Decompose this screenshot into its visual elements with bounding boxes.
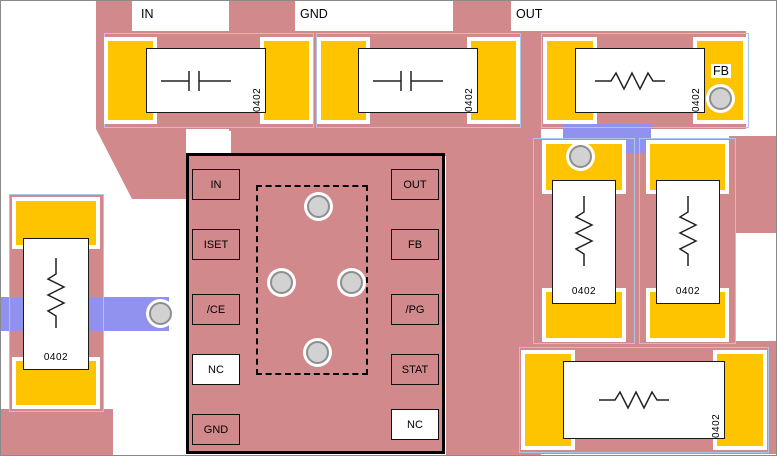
ic-pin-iset[interactable]: ISET — [192, 229, 240, 260]
ic-pin-stat[interactable]: STAT — [391, 354, 439, 385]
pin-label: IN — [210, 178, 222, 191]
component-value: 0402 — [571, 286, 597, 297]
component-value: 0402 — [464, 87, 475, 112]
resistor-footprint[interactable]: 0402 — [519, 347, 769, 453]
copper-pour[interactable] — [1, 409, 113, 455]
net-label-in: IN — [141, 7, 154, 21]
copper-pour[interactable] — [231, 126, 446, 156]
pad[interactable] — [108, 41, 153, 120]
capacitor-footprint[interactable]: 0402 — [104, 33, 314, 128]
via[interactable] — [307, 195, 330, 218]
courtyard-outline — [104, 33, 314, 128]
pin-label: /PG — [405, 303, 425, 316]
component-value: 0402 — [43, 352, 69, 363]
pin-label: FB — [407, 238, 423, 251]
capacitor-icon — [373, 70, 443, 91]
ic-pin-ce[interactable]: /CE — [192, 294, 240, 325]
ic-pin-fb[interactable]: FB — [391, 229, 439, 260]
resistor-footprint[interactable]: 0402 — [541, 33, 749, 128]
pad[interactable] — [264, 41, 309, 120]
component-body[interactable]: 0402 — [563, 361, 725, 439]
component-value: 0402 — [691, 87, 702, 112]
pin-label: ISET — [203, 238, 229, 251]
net-label-fb: FB — [711, 64, 731, 78]
courtyard-outline — [519, 347, 769, 453]
resistor-icon — [574, 196, 594, 266]
courtyard-outline — [639, 138, 736, 344]
pad[interactable] — [471, 41, 516, 120]
resistor-icon — [678, 196, 698, 266]
resistor-footprint[interactable]: 0402 — [639, 138, 736, 344]
pad[interactable] — [16, 201, 96, 245]
component-body[interactable]: 0402 — [552, 180, 616, 304]
ic-pin-nc-left[interactable]: NC — [192, 354, 240, 385]
net-label-out: OUT — [516, 7, 543, 21]
copper-pour[interactable] — [96, 129, 186, 199]
courtyard-outline — [9, 194, 104, 412]
component-value: 0402 — [675, 286, 701, 297]
pin-label: OUT — [403, 178, 427, 191]
pin-label: STAT — [401, 363, 429, 376]
via[interactable] — [306, 341, 329, 364]
via[interactable] — [270, 271, 293, 294]
ic-pin-out[interactable]: OUT — [391, 169, 439, 200]
capacitor-icon — [161, 70, 231, 91]
courtyard-outline — [316, 33, 521, 128]
ic-package-outline — [256, 185, 368, 375]
component-body[interactable]: 0402 — [23, 238, 89, 370]
resistor-icon — [595, 70, 665, 91]
via[interactable] — [569, 145, 592, 168]
ic-pin-in[interactable]: IN — [192, 169, 240, 200]
ic-pin-nc-right[interactable]: NC — [391, 409, 439, 440]
pin-label: NC — [208, 363, 224, 376]
ic-pin-pg[interactable]: /PG — [391, 294, 439, 325]
via[interactable] — [340, 271, 363, 294]
courtyard-outline — [541, 33, 749, 128]
component-body[interactable]: 0402 — [656, 180, 720, 304]
pin-label: NC — [407, 418, 423, 431]
pin-label: /CE — [206, 303, 226, 316]
component-body[interactable]: 0402 — [146, 48, 266, 113]
component-value: 0402 — [711, 413, 722, 438]
resistor-footprint[interactable]: 0402 — [9, 194, 104, 412]
component-body[interactable]: 0402 — [575, 48, 705, 113]
component-body[interactable]: 0402 — [358, 48, 478, 113]
resistor-icon — [46, 258, 66, 328]
resistor-footprint[interactable]: 0402 — [533, 138, 635, 344]
net-label-gnd: GND — [300, 7, 328, 21]
via[interactable] — [149, 302, 172, 325]
component-value: 0402 — [252, 87, 263, 112]
capacitor-footprint[interactable]: 0402 — [316, 33, 521, 128]
ic-pin-gnd[interactable]: GND — [192, 414, 240, 445]
ic-footprint[interactable]: IN ISET /CE NC GND OUT FB /PG STAT NC — [186, 153, 445, 454]
courtyard-outline — [533, 138, 635, 344]
resistor-icon — [599, 390, 669, 410]
pin-label: GND — [203, 423, 229, 436]
copper-pour[interactable] — [729, 136, 776, 233]
via[interactable] — [709, 87, 732, 110]
